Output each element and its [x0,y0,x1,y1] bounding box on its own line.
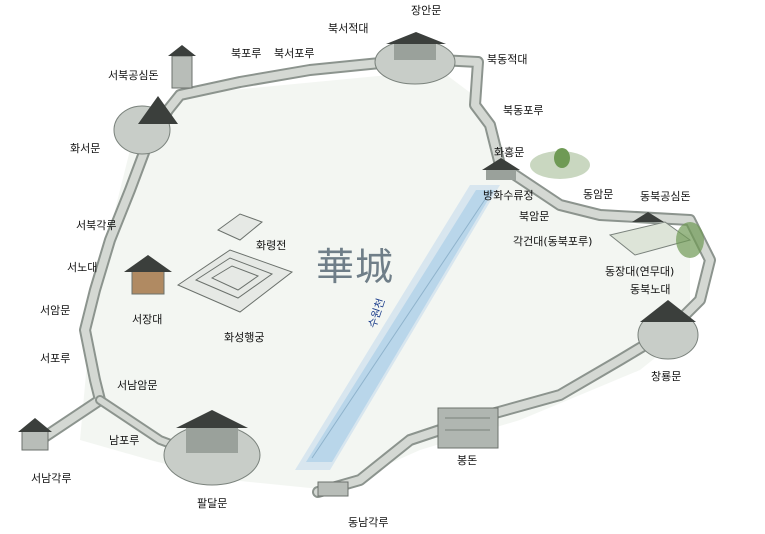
label-dongjangdae[interactable]: 동장대(연무대) [605,265,675,278]
label-changryongmun[interactable]: 창룡문 [651,370,682,383]
label-hwaryeongjeon[interactable]: 화령전 [256,239,287,252]
label-bukdongpo[interactable]: 북동포루 [503,104,544,117]
label-nampo[interactable]: 남포루 [109,434,140,447]
label-bugammun[interactable]: 북암문 [519,210,550,223]
label-hwaseonghaenggung[interactable]: 화성행궁 [224,331,265,344]
gate-changryongmun [637,300,699,360]
label-seopo[interactable]: 서포루 [40,352,71,365]
label-paldalmun[interactable]: 팔달문 [197,497,228,510]
pavilion-hwahongmun [482,148,590,180]
label-seobukgak[interactable]: 서북각루 [76,219,117,232]
label-bukseogongsimdon[interactable]: 서북공심돈 [108,69,159,82]
label-seonodae[interactable]: 서노대 [67,261,98,274]
label-seonamammun[interactable]: 서남암문 [117,379,158,392]
tower-bukseogongsimdon [168,45,196,89]
label-bukseojeokdae[interactable]: 북서적대 [328,22,369,35]
label-bukdongjeokdae[interactable]: 북동적대 [487,53,528,66]
label-dongammun[interactable]: 동암문 [583,188,614,201]
label-bukseopo[interactable]: 북서포루 [274,47,315,60]
label-gakgeondae[interactable]: 각건대(동북포루) [513,235,593,248]
pavilion-dongnamgak [317,481,349,497]
label-dongnamgak[interactable]: 동남각루 [348,516,389,529]
gate-janganmun [374,32,456,85]
map-title: 華城 [316,245,395,289]
label-banghwasuryu[interactable]: 방화수류정 [483,189,534,202]
gate-hwaseomun [113,96,178,155]
label-seoammun[interactable]: 서암문 [40,304,71,317]
label-hwaseomun[interactable]: 화서문 [70,142,101,155]
shrine-hwaryeongjeon [217,213,263,241]
label-dongbukgongsimdon[interactable]: 동북공심돈 [640,190,691,203]
label-janganmun[interactable]: 장안문 [411,4,442,17]
label-bongdon[interactable]: 봉돈 [457,454,478,467]
palace-hwaseonghaenggung [176,249,294,313]
label-bukpo[interactable]: 북포루 [231,47,262,60]
dongjangdae-compound [608,212,704,258]
label-seojangdae[interactable]: 서장대 [132,313,163,326]
fortress-ground [80,70,690,490]
beacon-bongdon [437,407,499,449]
pavilion-seojangdae [124,255,172,295]
label-seonamgak[interactable]: 서남각루 [31,472,72,485]
label-hwahongmun[interactable]: 화홍문 [494,146,525,159]
gate-paldalmun [163,410,261,486]
pavilion-seonamgak [18,418,52,451]
label-dongbuknodae[interactable]: 동북노대 [630,283,671,296]
